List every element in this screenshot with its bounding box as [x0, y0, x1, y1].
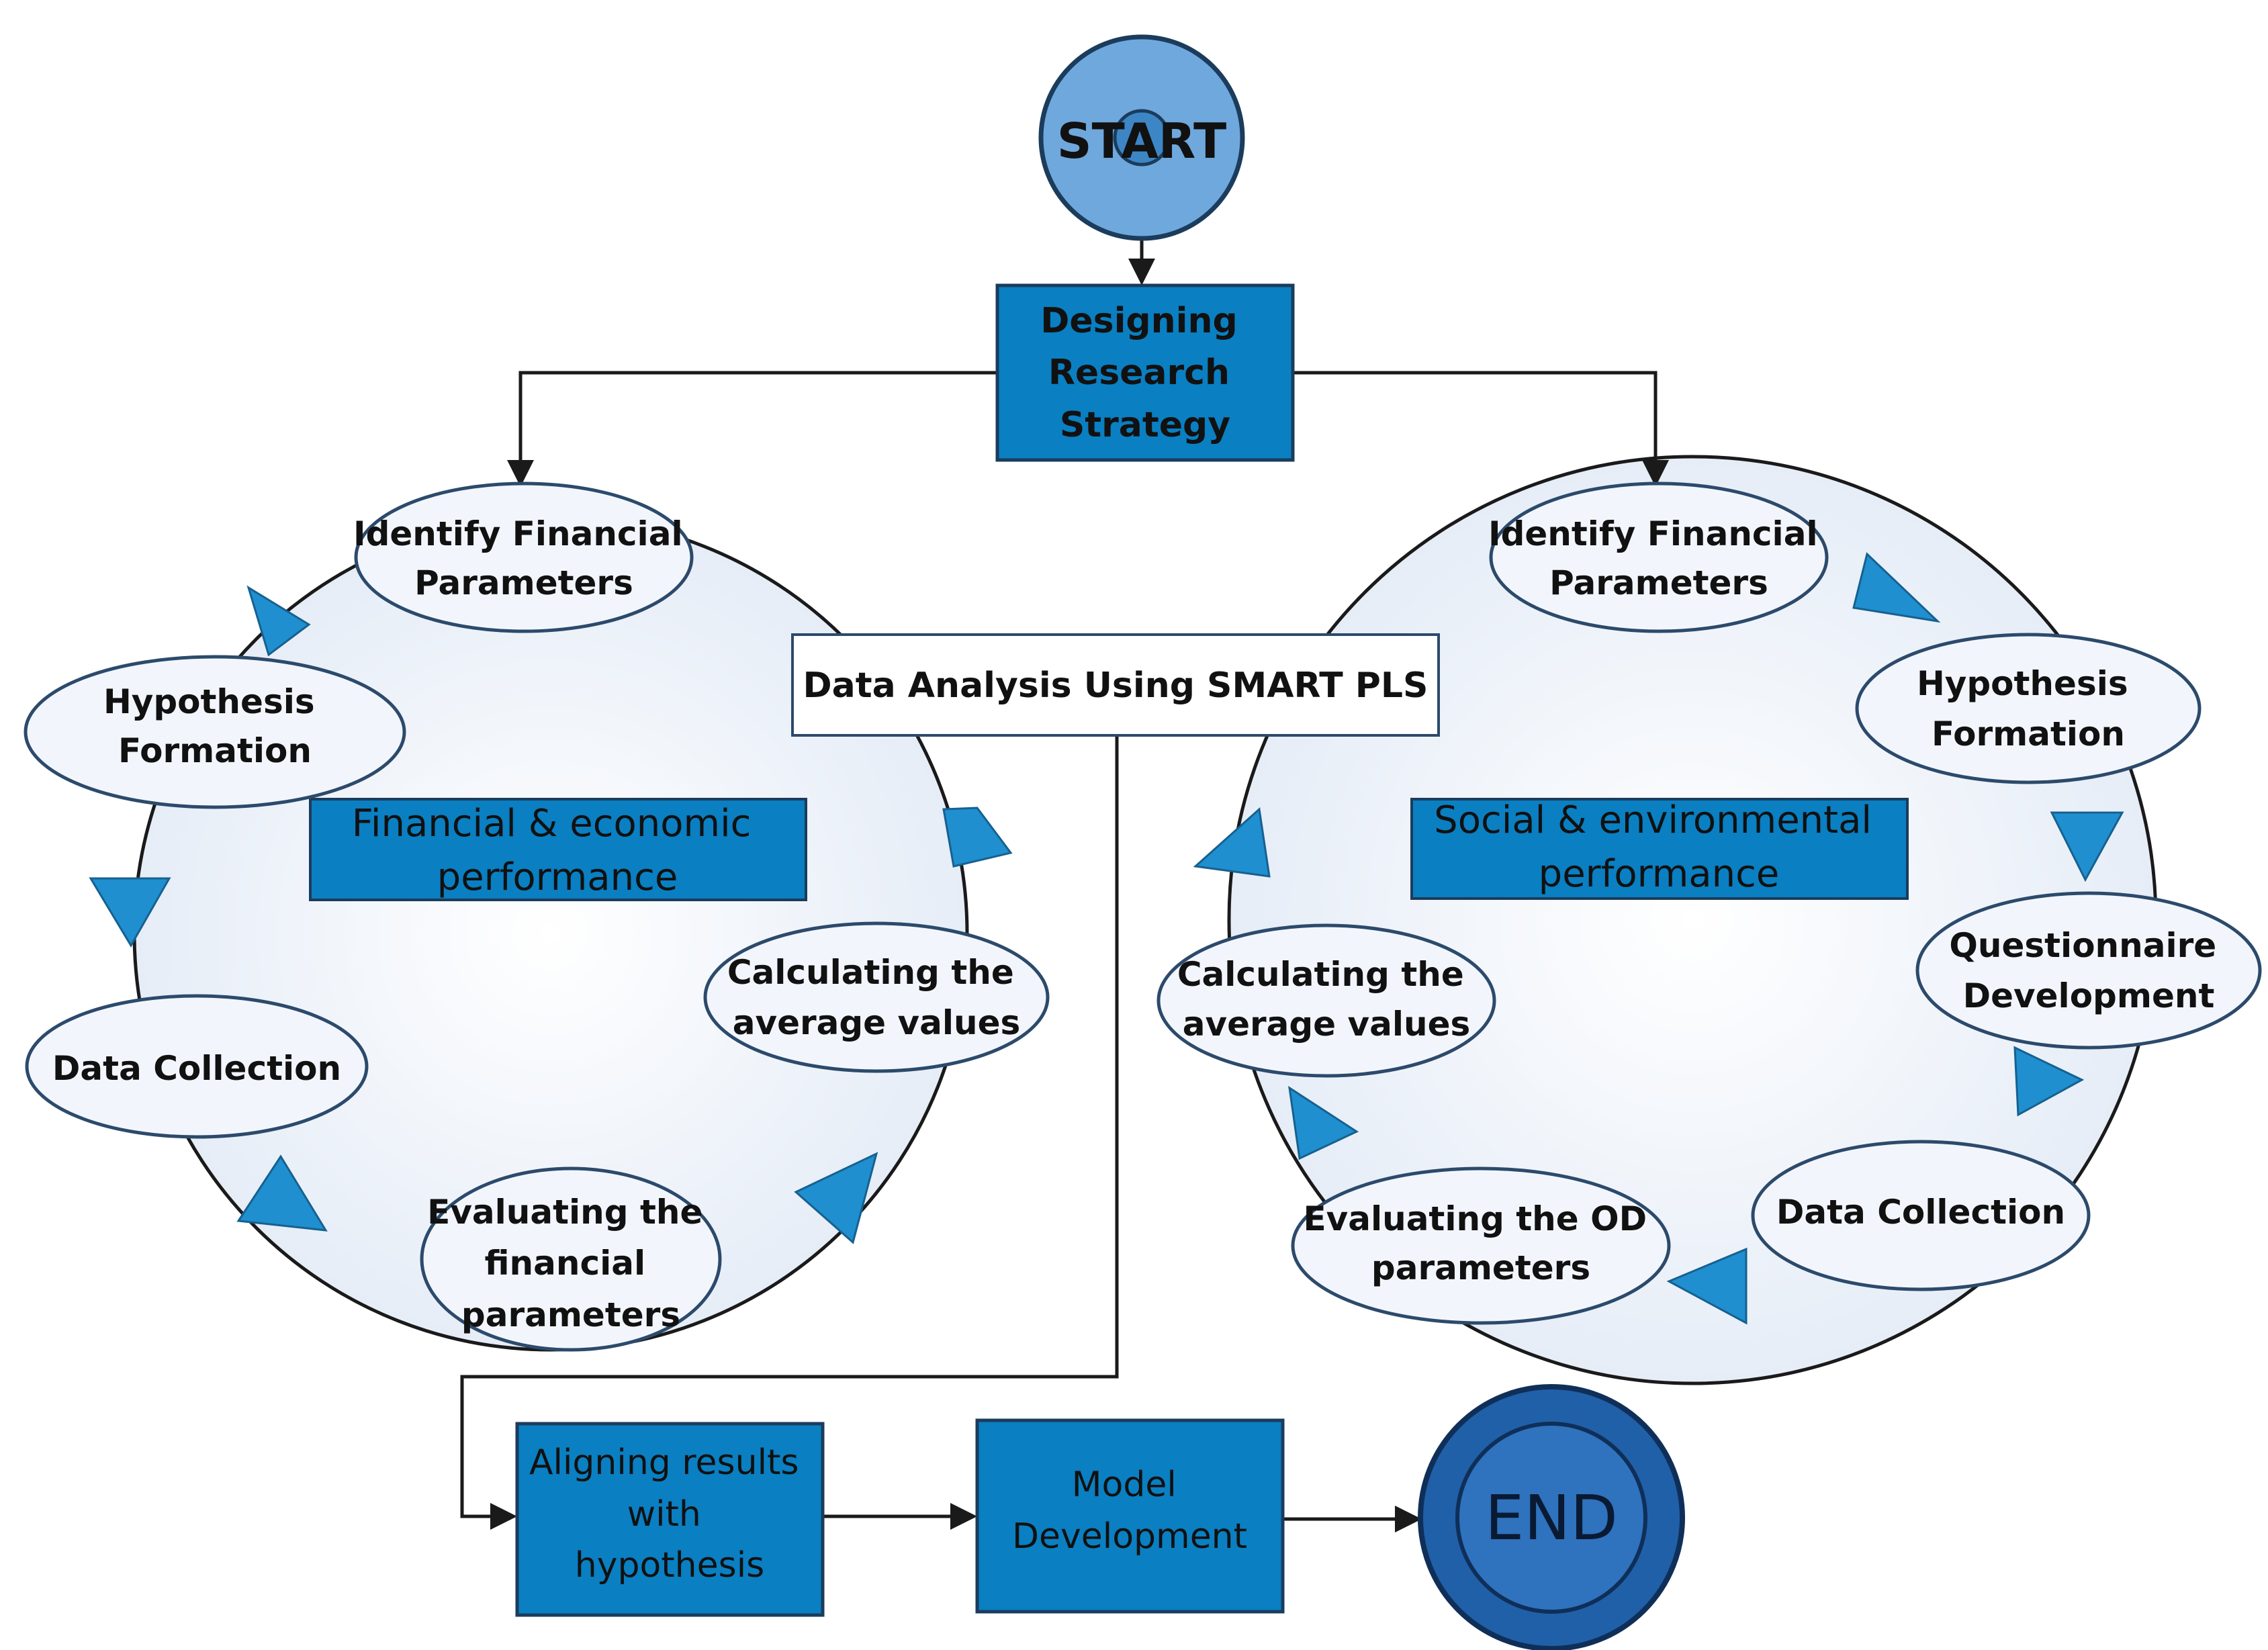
- svg-text:Financial & economic per: Financial & economic performance: [352, 802, 763, 899]
- node-line: Calculating the: [727, 953, 1014, 992]
- node-line: average values: [733, 1003, 1021, 1042]
- node-line: Identify Financial: [353, 514, 683, 553]
- left-node-evaluating-financial-parameters[interactable]: Evaluating the financial parameters: [420, 1166, 722, 1352]
- node-line: Parameters: [1549, 563, 1768, 602]
- start-label: START: [1057, 113, 1226, 169]
- node-line: Formation: [1932, 715, 2125, 753]
- svg-text:Calculating the average: Calculating the average values: [727, 953, 1026, 1042]
- left-cycle-title-1: Financial & economic: [352, 802, 752, 845]
- left-node-calculating-average-values[interactable]: Calculating the average values: [703, 921, 1050, 1073]
- svg-text:Identify Financial Param: Identify Financial Parameters: [1488, 514, 1829, 602]
- node-line: Evaluating the: [427, 1193, 702, 1232]
- left-node-hypothesis-formation[interactable]: Hypothesis Formation: [24, 655, 406, 809]
- node-line: Evaluating the OD: [1303, 1199, 1647, 1238]
- svg-text:Model Development: Model Development: [1012, 1465, 1247, 1557]
- svg-text:Questionnaire Developmen: Questionnaire Development: [1949, 926, 2228, 1015]
- design-line-2: Research: [1048, 353, 1230, 393]
- right-cycle-title-1: Social & environmental: [1434, 798, 1872, 842]
- connector-design-to-right: [1293, 371, 1669, 487]
- cycle-arrow-icon: [1288, 1085, 1359, 1160]
- end-inner-circle: [1455, 1422, 1647, 1614]
- cycle-arrow-icon: [1666, 1247, 1748, 1325]
- connector-analysis-to-align: [460, 735, 1119, 1530]
- node-line: parameters: [461, 1295, 680, 1334]
- model-line-2: Development: [1012, 1516, 1247, 1557]
- align-line-1: Aligning results: [529, 1442, 799, 1483]
- node-line: Parameters: [414, 563, 633, 602]
- right-node-evaluating-od-parameters[interactable]: Evaluating the OD parameters: [1291, 1166, 1671, 1325]
- svg-text:Designing Research: Designing Research Strategy: [1040, 301, 1250, 445]
- model-line-1: Model: [1072, 1465, 1177, 1505]
- right-cycle-title-box: Social & environmental performance: [1410, 798, 1909, 900]
- node-line: Questionnaire: [1949, 926, 2216, 965]
- end-node[interactable]: END: [1418, 1384, 1685, 1650]
- cycle-arrow-icon: [1852, 552, 1941, 623]
- left-cycle-title-2: performance: [437, 856, 678, 899]
- design-line-3: Strategy: [1060, 405, 1230, 445]
- model-development-box[interactable]: Model Development: [975, 1418, 1285, 1614]
- right-node-questionnaire-development[interactable]: Questionnaire Development: [1915, 891, 2262, 1050]
- left-node-data-collection[interactable]: Data Collection: [25, 994, 369, 1139]
- node-line: Formation: [118, 731, 312, 770]
- data-analysis-box[interactable]: Data Analysis Using SMART PLS: [791, 633, 1440, 737]
- right-cycle-title-2: performance: [1539, 852, 1780, 896]
- svg-text:Calculating the average: Calculating the average values: [1177, 955, 1476, 1044]
- right-node-calculating-average-values[interactable]: Calculating the average values: [1156, 923, 1496, 1078]
- start-inner-icon: [1113, 109, 1171, 167]
- cycle-arrow-icon: [942, 807, 1013, 868]
- svg-text:Aligning results with: Aligning results with hypothesis: [529, 1442, 810, 1586]
- cycle-arrow-icon: [246, 585, 311, 657]
- align-line-3: hypothesis: [575, 1545, 765, 1586]
- node-line: financial: [484, 1244, 645, 1283]
- designing-research-strategy-box[interactable]: Designing Research Strategy: [995, 283, 1295, 462]
- svg-text:Evaluating the financial: Evaluating the financial parameters: [427, 1193, 715, 1334]
- left-cycle-arrows: [89, 585, 1013, 1244]
- svg-text:Social & environmental p: Social & environmental performance: [1434, 798, 1884, 896]
- svg-text:Evaluating the OD parame: Evaluating the OD parameters: [1303, 1199, 1658, 1287]
- cycle-arrow-icon: [794, 1152, 878, 1244]
- connector-design-to-left: [507, 371, 997, 487]
- right-node-identify-financial-parameters[interactable]: Identify Financial Parameters: [1488, 482, 1829, 633]
- node-line: Hypothesis: [103, 682, 315, 721]
- node-line: average values: [1183, 1005, 1471, 1044]
- cycle-arrow-icon: [2013, 1046, 2085, 1117]
- cycle-arrow-icon: [1193, 807, 1271, 878]
- cycle-arrow-icon: [89, 877, 171, 948]
- svg-text:Hypothesis Formation: Hypothesis Formation: [103, 682, 326, 770]
- left-node-identify-financial-parameters[interactable]: Identify Financial Parameters: [353, 482, 694, 633]
- node-line: Calculating the: [1177, 955, 1464, 994]
- data-analysis-label: Data Analysis Using SMART PLS: [803, 666, 1428, 706]
- right-cycle-arrows: [1193, 552, 2124, 1325]
- right-node-data-collection[interactable]: Data Collection: [1751, 1140, 2091, 1291]
- start-node[interactable]: START: [1038, 34, 1245, 241]
- node-line: Data Collection: [52, 1049, 341, 1088]
- left-cycle-title-box: Financial & economic performance: [309, 798, 807, 901]
- svg-text:Identify Financial Param: Identify Financial Parameters: [353, 514, 694, 602]
- align-line-2: with: [627, 1494, 701, 1534]
- node-line: Identify Financial: [1488, 514, 1818, 553]
- end-label: END: [1485, 1482, 1618, 1554]
- design-line-1: Designing: [1040, 301, 1238, 341]
- cycle-arrow-icon: [236, 1154, 328, 1232]
- aligning-results-box[interactable]: Aligning results with hypothesis: [515, 1422, 825, 1617]
- node-line: Hypothesis: [1917, 664, 2128, 703]
- cycle-arrow-icon: [2050, 811, 2124, 882]
- node-line: Data Collection: [1776, 1193, 2065, 1232]
- node-line: parameters: [1371, 1248, 1590, 1287]
- right-node-hypothesis-formation[interactable]: Hypothesis Formation: [1855, 633, 2202, 784]
- node-line: Development: [1963, 976, 2215, 1015]
- svg-text:Hypothesis Formation: Hypothesis Formation: [1917, 664, 2140, 753]
